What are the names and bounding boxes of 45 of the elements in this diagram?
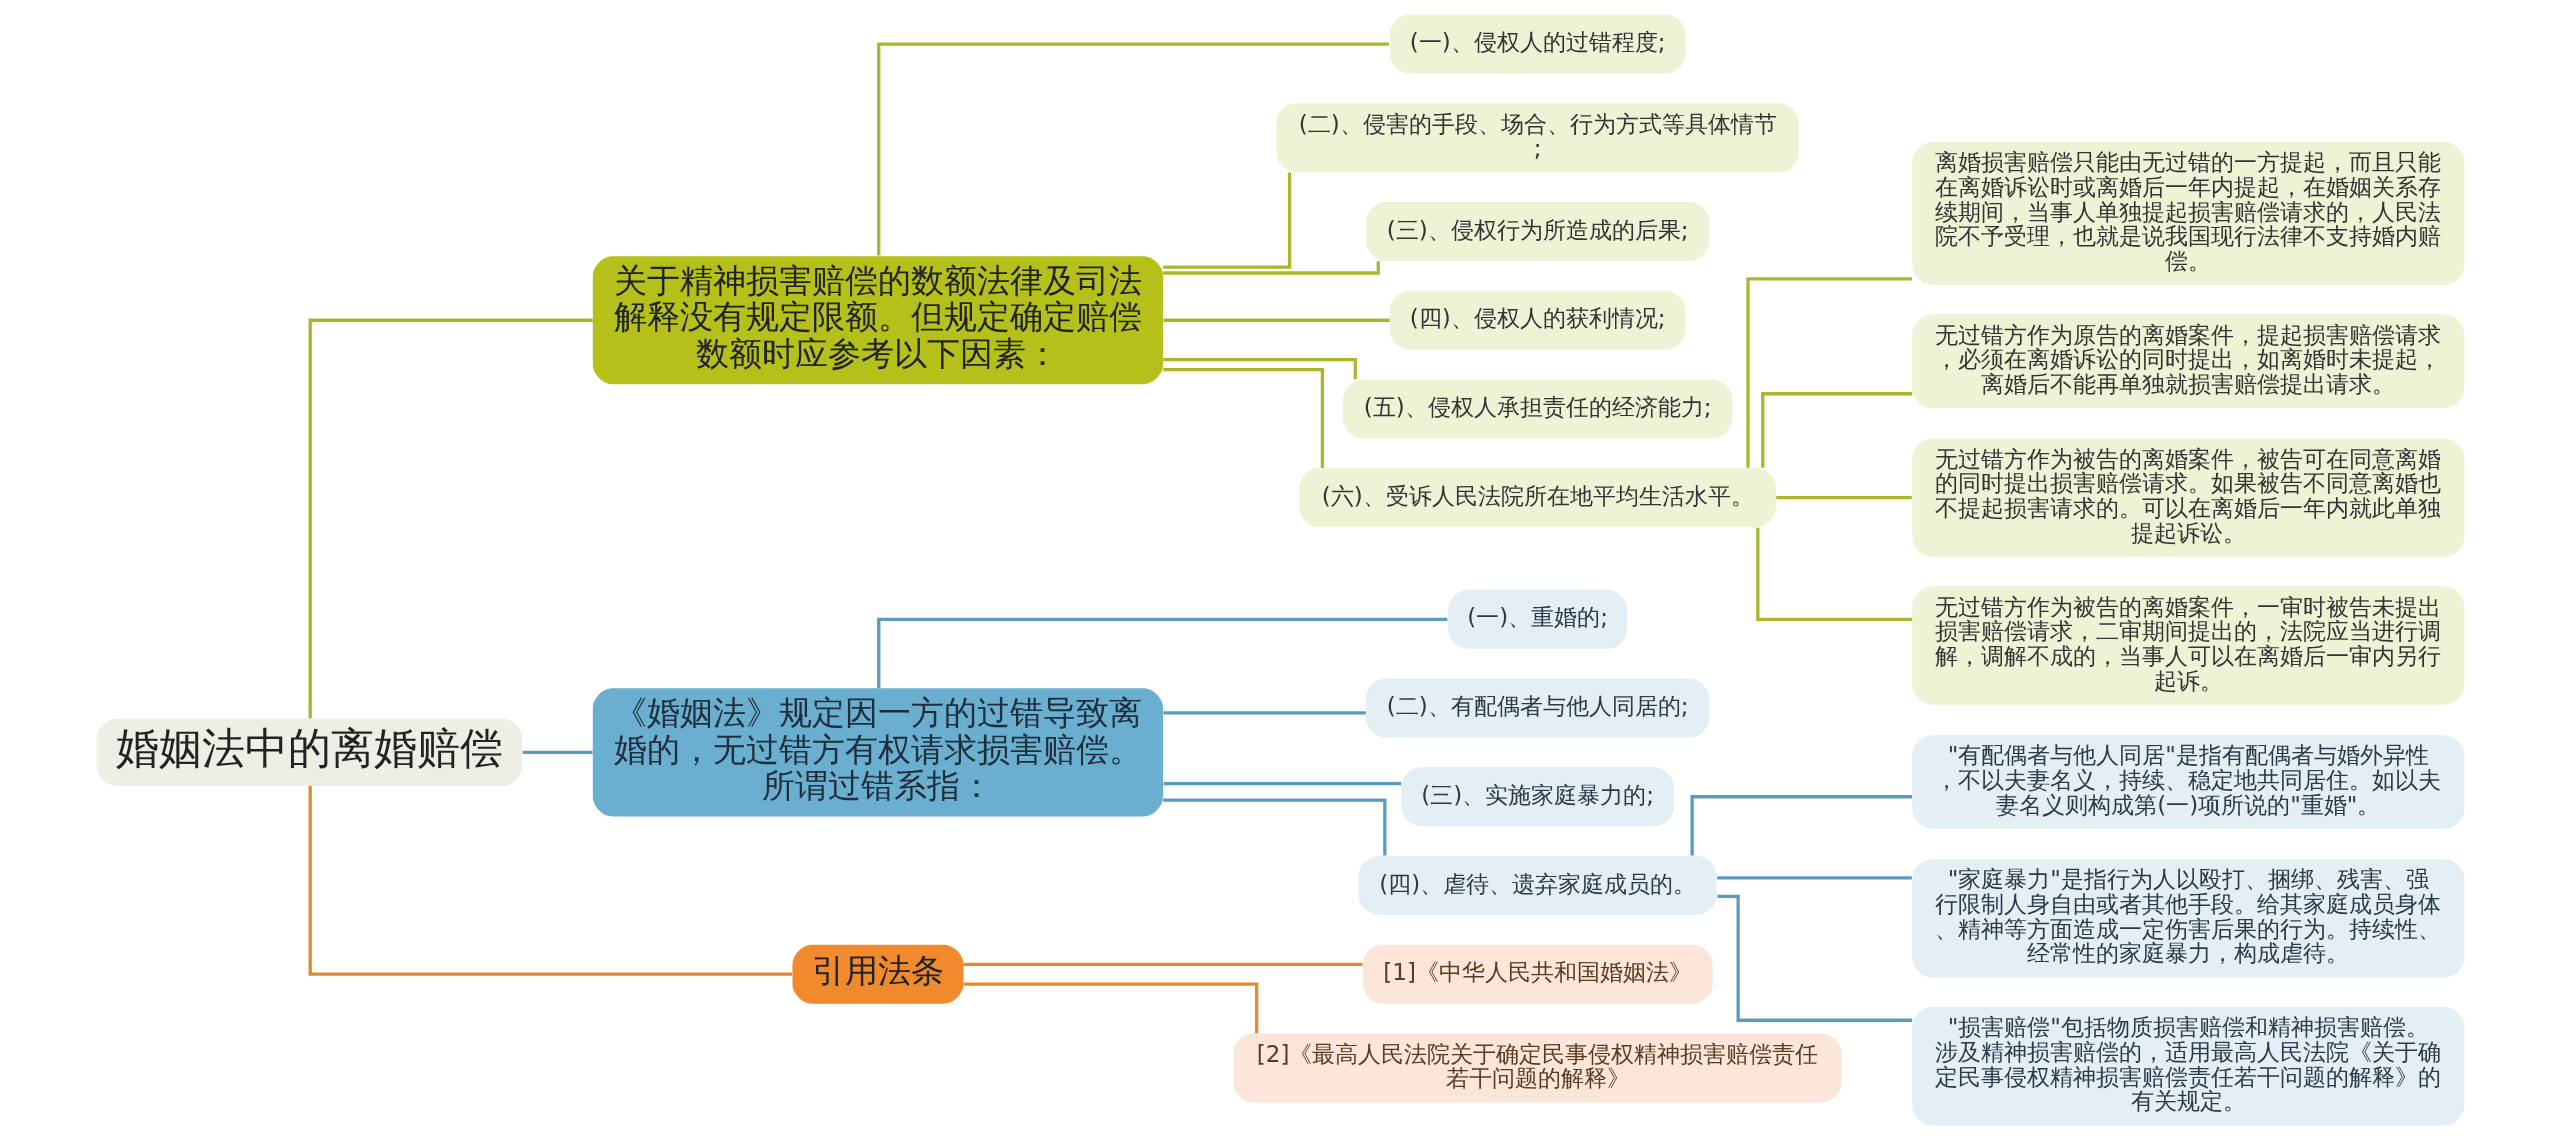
node-box: "家庭暴力"是指行为人以殴打、捆绑、残害、强行限制人身自由或者其他手段。给其家庭成员身体、精神等方面造成一定伤害后果的行为。持续性、经常性的家庭暴力，构成虐待。 (1911, 859, 2464, 978)
connector (1775, 496, 1912, 500)
connector (876, 42, 1389, 256)
node-box: [2]《最高人民法院关于确定民事侵权精神损害赔偿责任若干问题的解释》 (1233, 1033, 1842, 1103)
node-box: (一)、侵权人的过错程度; (1389, 14, 1686, 74)
connector (1162, 358, 1357, 380)
node-box: 婚姻法中的离婚赔偿 (96, 718, 522, 787)
connector (1716, 876, 1912, 880)
node-box: 关于精神损害赔偿的数额法律及司法解释没有规定限额。但规定确定赔偿数额时应参考以下因素： (592, 256, 1163, 385)
node-box: 无过错方作为原告的离婚案件，提起损害赔偿请求，必须在离婚诉讼的同时提出，如离婚时未提起，离婚后不能再单独就损害赔偿提出请求。 (1911, 314, 2464, 409)
connector (963, 962, 1362, 966)
connector (1162, 367, 1324, 468)
node-box: (二)、有配偶者与他人同居的; (1365, 678, 1709, 738)
connector (308, 786, 792, 976)
connector (1162, 172, 1291, 269)
connector (522, 750, 593, 755)
node-box: 《婚姻法》规定因一方的过错导致离婚的，无过错方有权请求损害赔偿。所谓过错系指： (592, 688, 1163, 817)
connector (1162, 798, 1386, 856)
connector (1755, 527, 1912, 621)
connector (1716, 894, 1912, 1022)
node-box: (四)、虐待、遗弃家庭成员的。 (1358, 855, 1717, 916)
node-box: (一)、重婚的; (1447, 589, 1627, 649)
node-box: (五)、侵权人承担责任的经济能力; (1342, 379, 1732, 439)
node-box: (三)、实施家庭暴力的; (1400, 767, 1674, 827)
connector (1162, 711, 1366, 715)
connector (308, 318, 593, 719)
connector (1162, 781, 1401, 786)
node-box: 离婚损害赔偿只能由无过错的一方提起，而且只能在离婚诉讼时或离婚后一年内提起，在婚姻关系存续期间，当事人单独提起损害赔偿请求的，人民法院不予受理，也就是说我国现行法律不支持婚内赔偿。 (1911, 141, 2464, 285)
connector (1689, 795, 1912, 856)
connector (1162, 318, 1390, 322)
node-box: (二)、侵害的手段、场合、行为方式等具体情节; (1275, 103, 1799, 173)
connector (1745, 277, 1912, 468)
connector (1162, 261, 1380, 275)
node-box: (六)、受诉人民法院所在地平均生活水平。 (1298, 468, 1776, 528)
node-box: 无过错方作为被告的离婚案件，被告可在同意离婚的同时提出损害赔偿请求。如果被告不同意离婚也不提起损害请求的。可以在离婚后一年内就此单独提起诉讼。 (1911, 438, 2464, 557)
node-box: 无过错方作为被告的离婚案件，一审时被告未提出损害赔偿请求，二审期间提出的，法院应当进行调解，调解不成的，当事人可以在离婚后一审内另行起诉。 (1911, 586, 2464, 705)
node-box: (四)、侵权人的获利情况; (1389, 290, 1686, 350)
connector (876, 617, 1447, 689)
node-box: "有配偶者与他人同居"是指有配偶者与婚外异性，不以夫妻名义，持续、稳定地共同居住。如以夫妻名义则构成第(一)项所说的"重婚"。 (1911, 735, 2464, 829)
node-box: 引用法条 (791, 944, 963, 1004)
node-box: (三)、侵权行为所造成的后果; (1365, 201, 1709, 262)
connector (962, 982, 1258, 1034)
node-box: [1]《中华人民共和国婚姻法》 (1362, 944, 1713, 1004)
connector (1760, 392, 1912, 468)
node-box: "损害赔偿"包括物质损害赔偿和精神损害赔偿。涉及精神损害赔偿的，适用最高人民法院《关于确定民事侵权精神损害赔偿责任若干问题的解释》的有关规定。 (1911, 1007, 2464, 1126)
